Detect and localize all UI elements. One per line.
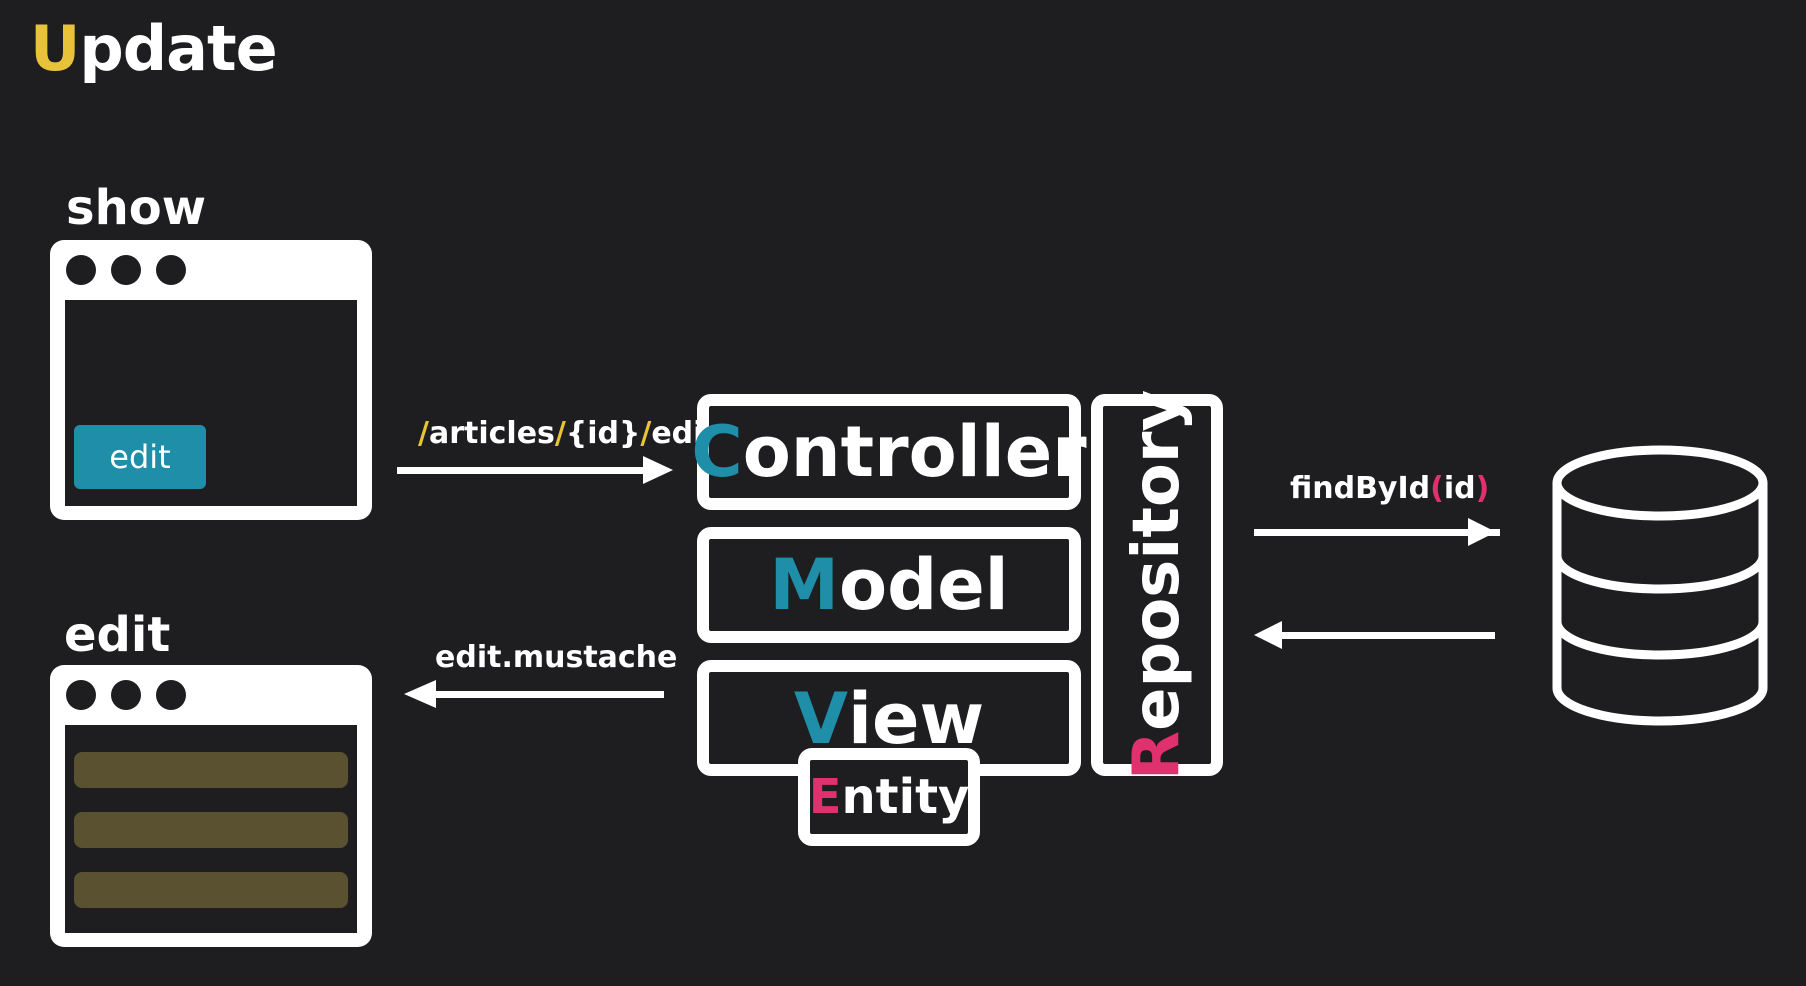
window-dot-icon — [156, 255, 186, 285]
model-rest: odel — [839, 544, 1009, 626]
form-field — [74, 752, 348, 788]
controller-rest: ontroller — [742, 411, 1087, 493]
url-segment: articles — [428, 416, 555, 451]
show-browser-window: edit — [50, 240, 372, 520]
view-rest: iew — [848, 678, 985, 760]
show-window-label: show — [66, 180, 207, 236]
window-dot-icon — [156, 680, 186, 710]
title-rest: pdate — [79, 12, 277, 85]
show-window-screen: edit — [65, 300, 357, 506]
request-url-label: /articles/{id}/edit — [418, 419, 718, 449]
edit-window-label: edit — [64, 607, 171, 663]
entity-initial: E — [808, 769, 842, 825]
database-icon — [1552, 445, 1768, 726]
query-arrow-icon — [1254, 518, 1500, 546]
url-slash: / — [554, 416, 566, 451]
window-dot-icon — [111, 255, 141, 285]
form-field — [74, 812, 348, 848]
view-initial: V — [793, 678, 849, 760]
response-arrow-icon — [404, 680, 664, 708]
method-arg: id — [1443, 471, 1476, 506]
page-title: Update — [30, 18, 278, 80]
title-first-letter: U — [30, 12, 80, 85]
edit-browser-window — [50, 665, 372, 947]
window-dot-icon — [66, 255, 96, 285]
repository-method-label: findById(id) — [1290, 474, 1489, 504]
edit-button[interactable]: edit — [74, 425, 206, 489]
url-slash: / — [418, 416, 429, 451]
window-dot-icon — [111, 680, 141, 710]
model-initial: M — [769, 544, 839, 626]
repository-box: Repository — [1091, 390, 1223, 780]
method-paren: ) — [1475, 471, 1490, 506]
method-paren: ( — [1430, 471, 1444, 506]
template-label: edit.mustache — [435, 640, 678, 675]
url-segment: {id} — [565, 416, 641, 451]
url-slash: / — [640, 416, 652, 451]
window-dot-icon — [66, 680, 96, 710]
edit-window-screen — [65, 725, 357, 933]
result-arrow-icon — [1254, 621, 1495, 649]
form-field — [74, 872, 348, 908]
entity-rest: ntity — [841, 769, 970, 825]
request-arrow-icon — [397, 456, 673, 484]
controller-initial: C — [691, 411, 743, 493]
method-name: findById — [1290, 471, 1431, 506]
